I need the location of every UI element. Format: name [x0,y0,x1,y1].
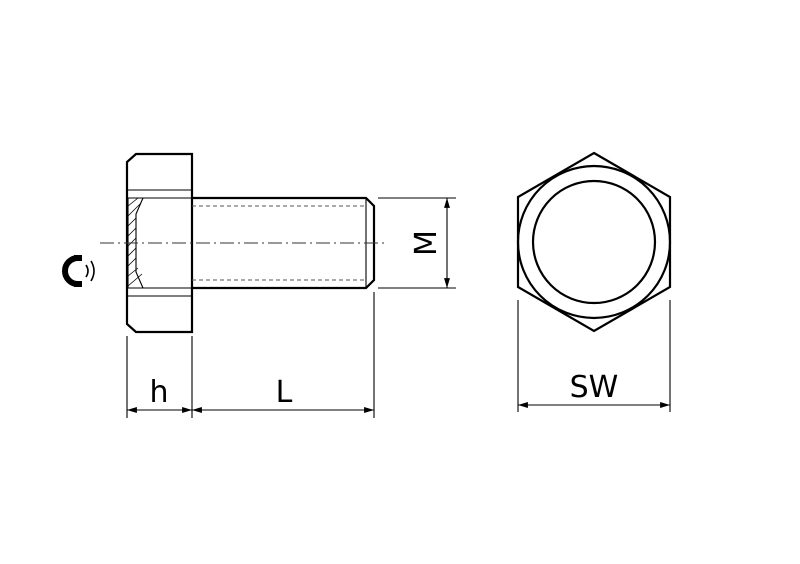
dimension-label-l: L [276,375,293,410]
hex-chamfer-circle [516,164,672,320]
dimension-h-and-l: h L [126,292,375,418]
magnet-icon [62,255,95,287]
bolt-side-view [100,152,384,334]
hex-bearing-face-circle [531,179,657,305]
bolt-end-view [516,151,672,333]
dimension-label-sw: SW [570,370,619,405]
dimension-sw: SW [517,300,671,412]
head-section-hatching [127,197,144,289]
bolt-head-outline [125,152,194,334]
dimension-m: M [378,197,456,289]
dimension-label-m: M [409,230,444,256]
dimension-label-h: h [149,375,168,410]
hex-head-outline [516,151,672,333]
